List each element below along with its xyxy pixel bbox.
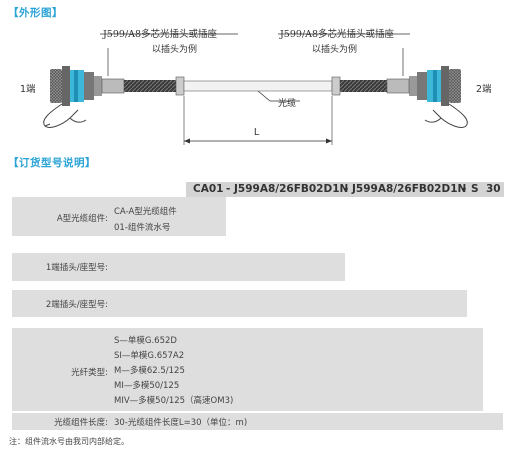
order-code-bar [186, 182, 504, 197]
assembly-item: CA-A型光缆组件 [114, 207, 177, 217]
end-1-label: 1端 [20, 84, 36, 95]
left-connector-callout-title: J599/A8多芯光插头或插座 [103, 29, 218, 40]
left-connector-callout-subtitle: 以插头为例 [152, 45, 198, 55]
cable-label: 光缆 [278, 99, 297, 109]
code-separator-2: - [344, 183, 349, 195]
row-label-fiber-type: 光纤类型: [71, 368, 108, 378]
panel-assembly [12, 197, 226, 236]
length-item: 30-光缆组件长度L=30（单位：m) [114, 418, 248, 428]
row-label-end2: 2端插头/座型号: [45, 300, 108, 310]
fiber-type-item: MI—多模50/125 [114, 381, 180, 391]
panel-fiber-type [12, 328, 483, 411]
panel-length [12, 413, 503, 430]
code-part-series: CA01 [193, 183, 224, 195]
cable-assembly-drawing [43, 33, 468, 145]
code-separator-3: - [462, 183, 467, 195]
code-separator-1: - [226, 183, 231, 195]
row-label-end1: 1端插头/座型号: [45, 263, 108, 273]
code-part-fiber: S [471, 183, 479, 195]
row-label-length: 光缆组件长度: [54, 418, 108, 428]
outline-section-title: 【外形图】 [8, 7, 63, 19]
panel-end1 [12, 253, 345, 281]
code-part-length: 30 [486, 183, 501, 195]
code-part-end2: J599A8/26FB02D1N [352, 183, 467, 195]
right-connector-callout-title: J599/A8多芯光插头或插座 [280, 29, 395, 40]
footnote: 注：组件流水号由我司内部给定。 [9, 437, 129, 446]
cable [124, 76, 387, 96]
left-connector [43, 66, 125, 128]
code-part-end1: J599A8/26FB02D1N [234, 183, 349, 195]
row-label-assembly: A型光缆组件: [56, 214, 108, 224]
length-label: L [254, 127, 260, 138]
panel-end2 [12, 290, 467, 317]
assembly-item: 01-组件流水号 [114, 223, 171, 233]
ordering-section-title: 【订货型号说明】 [8, 157, 96, 169]
fiber-type-item: MIV—多模50/125（高速OM3) [114, 396, 234, 406]
fiber-type-item: SI—单模G.657A2 [114, 351, 185, 361]
fiber-type-item: S—单模G.652D [114, 336, 177, 346]
right-connector-callout-subtitle: 以插头为例 [312, 45, 358, 55]
fiber-type-item: M—多模62.5/125 [114, 366, 185, 376]
end-2-label: 2端 [476, 84, 492, 95]
right-connector [386, 66, 468, 128]
